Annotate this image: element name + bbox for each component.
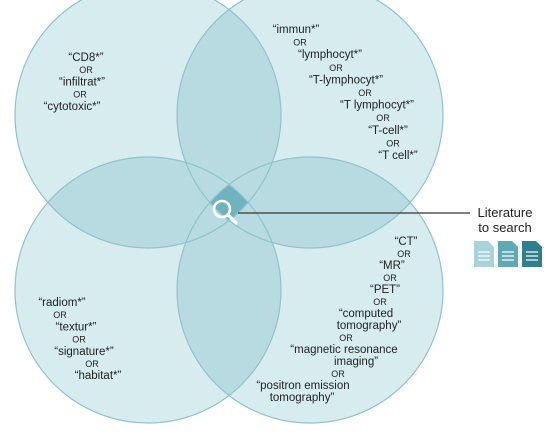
search-term: “computed (339, 308, 393, 320)
keywords-top-right: “immun*”OR“lymphocyt*”OR“T-lymphocyt*”OR… (273, 24, 418, 162)
search-term: “CT” (395, 236, 418, 248)
search-term: “T-cell*” (368, 125, 408, 137)
search-term: imaging” (334, 356, 378, 368)
search-term: “T lymphocyt*” (340, 100, 414, 112)
document-stack-icon (474, 241, 542, 267)
or-operator: OR (73, 90, 87, 100)
search-term: tomography” (270, 392, 335, 404)
magnifier-icon (212, 199, 238, 225)
search-term: “CD8*” (68, 52, 103, 64)
or-operator: OR (85, 359, 99, 369)
overlap-left-pair (15, 157, 281, 248)
search-term: “textur*” (56, 321, 97, 333)
search-term: “positron emission (256, 380, 349, 392)
search-term: “magnetic resonance (290, 344, 397, 356)
keywords-bottom-right: “CT”OR“MR”OR“PET”OR“computedtomography”O… (256, 236, 417, 404)
search-term: “radiom*” (38, 297, 85, 309)
search-term: “T cell*” (378, 150, 418, 162)
literature-label-line1: Literature (478, 205, 533, 220)
or-operator: OR (72, 335, 86, 345)
or-operator: OR (373, 297, 387, 307)
or-operator: OR (79, 65, 93, 75)
search-term: “habitat*” (75, 370, 122, 382)
search-term: “MR” (379, 260, 405, 272)
or-operator: OR (397, 249, 411, 259)
or-operator: OR (376, 113, 390, 123)
or-operator: OR (386, 138, 400, 148)
or-operator: OR (358, 88, 372, 98)
or-operator: OR (383, 273, 397, 283)
search-term: tomography” (337, 320, 402, 332)
or-operator: OR (331, 369, 345, 379)
search-term: “immun*” (273, 24, 320, 36)
keywords-top-left: “CD8*”OR“infiltrat*”OR“cytotoxic*” (44, 52, 106, 113)
circle-outlines (14, 0, 444, 424)
keywords-bottom-left: “radiom*”OR“textur*”OR“signature*”OR“hab… (38, 297, 121, 382)
or-operator: OR (53, 310, 67, 320)
search-term: “cytotoxic*” (44, 101, 101, 113)
overlap-right-pair (177, 157, 443, 248)
or-operator: OR (329, 63, 343, 73)
search-term: “lymphocyt*” (298, 49, 362, 61)
search-term: “signature*” (54, 346, 114, 358)
search-term: “PET” (370, 284, 400, 296)
literature-label-line2: to search (478, 220, 531, 235)
search-term: “infiltrat*” (59, 76, 105, 88)
or-operator: OR (339, 333, 353, 343)
search-term: “T-lymphocyt*” (309, 74, 383, 86)
or-operator: OR (293, 38, 307, 48)
